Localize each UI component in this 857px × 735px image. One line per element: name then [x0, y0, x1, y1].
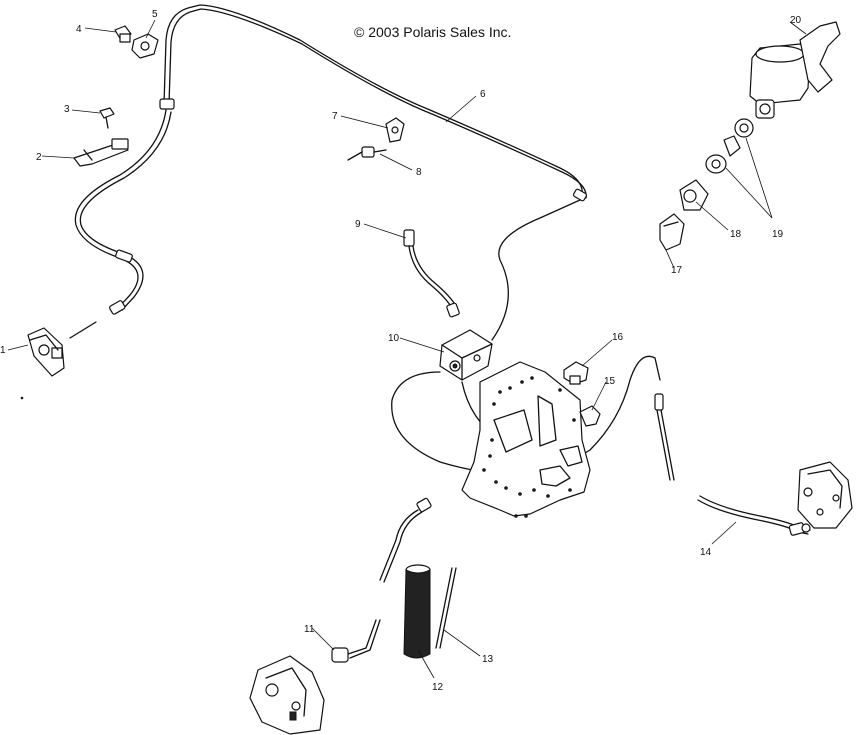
callout-12: 12: [432, 682, 444, 693]
part-12-grommet: [403, 564, 431, 659]
part-4-bolt: [114, 25, 132, 43]
part-13-pin: [435, 567, 457, 649]
callout-4: 4: [76, 24, 82, 35]
part-5-clamp: [131, 33, 159, 59]
part-16-bolt: [563, 361, 589, 385]
callout-labels: 1 2 3 4 5 6 7 8 9 10 11 12 13 14 15 16 1…: [0, 9, 802, 693]
part-1-left-caliper: [27, 327, 65, 377]
part-11-brake-line: [331, 497, 432, 663]
rear-left-caliper: [249, 655, 325, 735]
part-10-junction-block: [439, 329, 493, 381]
part-3-bolt: [99, 107, 115, 129]
stray-dot: [20, 396, 24, 400]
part-17-boot: [659, 213, 685, 251]
callout-18: 18: [730, 229, 742, 240]
rear-right-hose: [654, 393, 675, 481]
leader-lines: [7, 19, 807, 679]
part-15-bolt: [579, 405, 601, 427]
mounting-plate: [461, 361, 591, 518]
copyright-text: © 2003 Polaris Sales Inc.: [354, 24, 511, 40]
callout-17: 17: [671, 265, 683, 276]
callout-8: 8: [416, 167, 422, 178]
right-caliper: [797, 461, 853, 529]
part-8-screw: [347, 146, 387, 161]
callout-1: 1: [0, 345, 6, 356]
brake-line-6: [159, 4, 588, 202]
plate-holes: [482, 376, 576, 518]
callout-5: 5: [152, 9, 158, 20]
callout-9: 9: [355, 219, 361, 230]
part-20-master-cylinder: [749, 21, 841, 119]
callout-10: 10: [388, 333, 400, 344]
callout-13: 13: [482, 654, 494, 665]
part-14-brake-line: [697, 495, 811, 536]
callout-3: 3: [64, 104, 70, 115]
callout-7: 7: [332, 111, 338, 122]
callout-6: 6: [480, 89, 486, 100]
left-front-brake-line: [69, 109, 172, 339]
part-19-washers: [705, 118, 754, 174]
callout-15: 15: [604, 376, 616, 387]
callout-19: 19: [772, 229, 784, 240]
callout-2: 2: [36, 152, 42, 163]
callout-16: 16: [612, 332, 624, 343]
callout-11: 11: [304, 624, 315, 635]
part-7-clip: [385, 117, 405, 143]
part-2-bracket: [73, 138, 129, 167]
part-9-brake-hose: [403, 229, 460, 318]
callout-20: 20: [790, 15, 802, 26]
part-18-banjo-bolt: [679, 179, 709, 211]
callout-14: 14: [700, 547, 712, 558]
